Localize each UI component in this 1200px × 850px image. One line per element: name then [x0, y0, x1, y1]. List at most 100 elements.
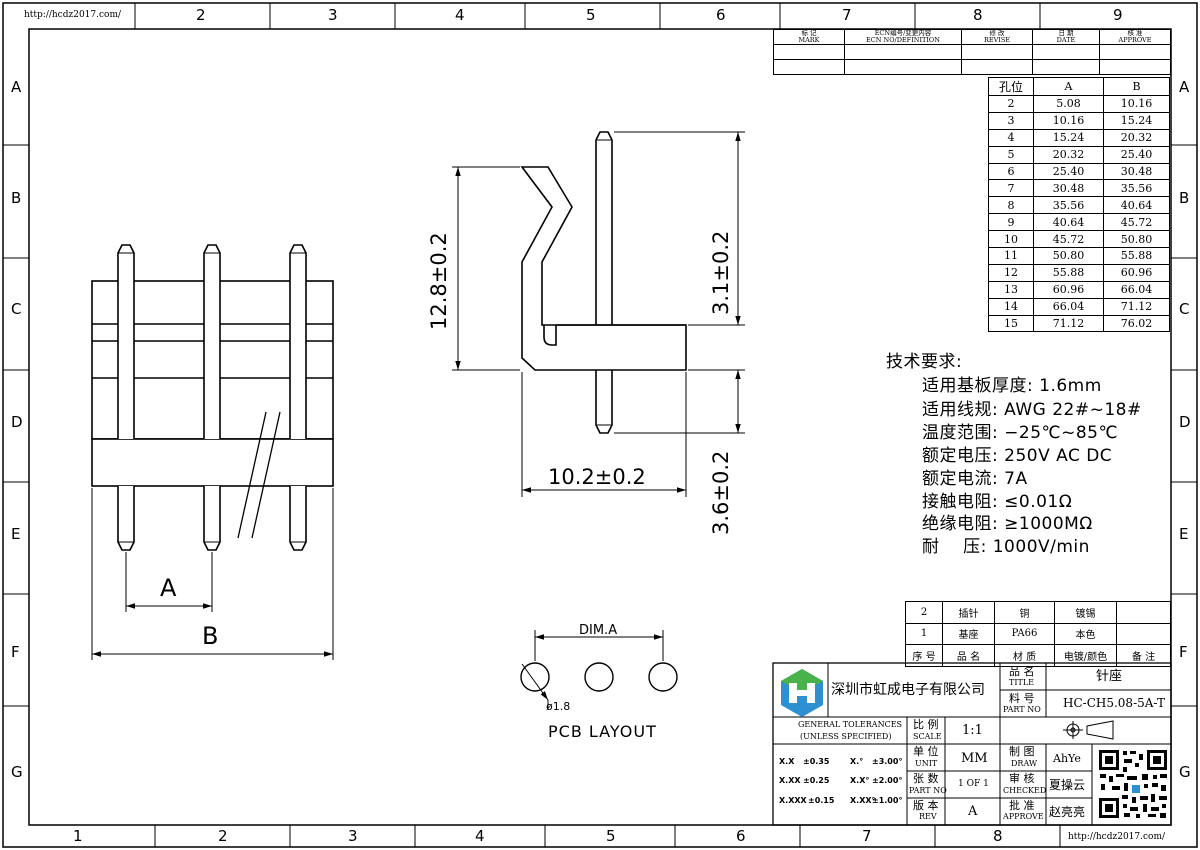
- zone-top-5: 5: [586, 6, 596, 24]
- checked-label-en: CHECKED: [1003, 786, 1047, 795]
- bom-cell: 插针: [942, 601, 995, 624]
- cell-b: 30.48: [1103, 162, 1170, 181]
- tol-angle-2: X.X°: [850, 776, 870, 785]
- cell-pos: 5: [988, 145, 1034, 164]
- zone-bottom-4: 4: [475, 827, 485, 845]
- side-dim-lines: [452, 131, 745, 497]
- front-view: [91, 244, 334, 551]
- cell-b: 50.80: [1103, 230, 1170, 249]
- col-header-positions: 孔位: [988, 77, 1034, 96]
- zone-bottom-7: 7: [862, 827, 872, 845]
- zone-right-a: A: [1179, 78, 1190, 96]
- zone-right-g: G: [1179, 763, 1191, 781]
- cell-a: 30.48: [1033, 179, 1104, 198]
- cell-pos: 6: [988, 162, 1034, 181]
- cell-a: 20.32: [1033, 145, 1104, 164]
- dim-height-total: 12.8±0.2: [427, 232, 451, 330]
- tol-angle-3: X.XX°: [850, 796, 876, 805]
- part-no-label-en: PART NO: [1003, 705, 1041, 714]
- approve-label-en: APPROVE: [1003, 812, 1044, 821]
- bom-cell: [1116, 601, 1171, 624]
- bom-cell: 镀锡: [1054, 601, 1117, 624]
- tolerance-title-2: (UNLESS SPECIFIED): [800, 732, 892, 741]
- col-header-a: A: [1033, 77, 1104, 96]
- cell-pos: 14: [988, 297, 1034, 316]
- zone-right-f: F: [1179, 643, 1188, 661]
- tol-angle-1-value: ±3.00°: [872, 757, 903, 766]
- unit-label-cn: 单 位: [913, 745, 939, 758]
- cell-a: 55.88: [1033, 263, 1104, 282]
- rev-header-ecn-en: ECN NO/DEFINITION: [866, 35, 940, 44]
- cell-b: 66.04: [1103, 280, 1170, 299]
- tol-linear-3: X.XXX: [779, 796, 807, 805]
- zone-left-b: B: [11, 189, 22, 207]
- cell-pos: 9: [988, 213, 1034, 232]
- spec-temperature: 温度范围: −25℃~85℃: [922, 423, 1119, 443]
- bom-header-cell: 材 质: [994, 644, 1055, 667]
- zone-bottom-3: 3: [348, 827, 358, 845]
- scale-label-en: SCALE: [913, 732, 942, 741]
- spec-rated-current: 额定电流: 7A: [922, 469, 1028, 489]
- position-table-header: 孔位 A B: [988, 77, 1170, 96]
- pcb-layout-label: PCB LAYOUT: [548, 722, 657, 741]
- spec-board-thickness: 适用基板厚度: 1.6mm: [922, 376, 1102, 396]
- sheet-value: 1 OF 1: [958, 779, 989, 789]
- cell-pos: 4: [988, 128, 1034, 147]
- zone-bottom-1: 1: [73, 827, 83, 845]
- cell-a: 71.12: [1033, 314, 1104, 333]
- bom-header-cell: 电镀/颜色: [1054, 644, 1117, 667]
- zone-top-2: 2: [196, 6, 206, 24]
- title-label-cn: 品 名: [1009, 665, 1035, 678]
- title-label-en: TITLE: [1009, 678, 1034, 687]
- zone-left-c: C: [11, 300, 22, 318]
- cell-b: 25.40: [1103, 145, 1170, 164]
- rev-label-en: REV: [919, 812, 937, 821]
- scale-label-cn: 比 例: [913, 718, 939, 731]
- cell-b: 45.72: [1103, 213, 1170, 232]
- pin-1: [117, 244, 135, 551]
- part-no-label-cn: 料 号: [1009, 692, 1035, 705]
- tol-angle-3-value: ±1.00°: [872, 796, 903, 805]
- dim-depth: 10.2±0.2: [548, 465, 646, 489]
- dim-pin-top: 3.1±0.2: [709, 230, 733, 315]
- cell-b: 10.16: [1103, 95, 1170, 113]
- cell-b: 71.12: [1103, 297, 1170, 316]
- part-no-value: HC-CH5.08-5A-T: [1063, 696, 1166, 710]
- zone-left-f: F: [11, 643, 20, 661]
- tol-angle-2-value: ±2.00°: [872, 776, 903, 785]
- url-top-left: http://hcdz2017.com/: [24, 10, 122, 20]
- cell-a: 25.40: [1033, 162, 1104, 181]
- table-row: 序 号 品 名 材 质 电镀/颜色 备 注: [905, 644, 1171, 667]
- pin-3: [289, 244, 307, 551]
- zone-right-b: B: [1179, 189, 1190, 207]
- sheet-label-cn: 张 数: [913, 772, 939, 785]
- zone-bottom-5: 5: [606, 827, 616, 845]
- zone-right-c: C: [1179, 300, 1190, 318]
- dim-pitch-a: A: [160, 574, 177, 602]
- rev-header-mark-cn: 标 记: [801, 29, 817, 37]
- bom-cell: 2: [905, 601, 943, 624]
- cell-pos: 8: [988, 196, 1034, 215]
- rev-header-mark-en: MARK: [798, 35, 820, 44]
- zone-top-9: 9: [1113, 6, 1123, 24]
- table-row: 1 基座 PA66 本色: [905, 622, 1171, 645]
- cell-b: 60.96: [1103, 263, 1170, 282]
- zone-top-7: 7: [842, 6, 852, 24]
- tol-angle-1: X.°: [850, 757, 864, 766]
- qr-code-icon: [1098, 749, 1168, 819]
- spec-withstand-voltage: 耐 压: 1000V/min: [922, 537, 1090, 557]
- cell-pos: 2: [988, 95, 1034, 113]
- title-value: 针座: [1096, 669, 1123, 684]
- cell-pos: 12: [988, 263, 1034, 282]
- cell-b: 35.56: [1103, 179, 1170, 198]
- bom-table: 2 插针 铜 镀锡 1 基座 PA66 本色 序 号 品 名 材 质 电镀/颜色…: [905, 601, 1171, 667]
